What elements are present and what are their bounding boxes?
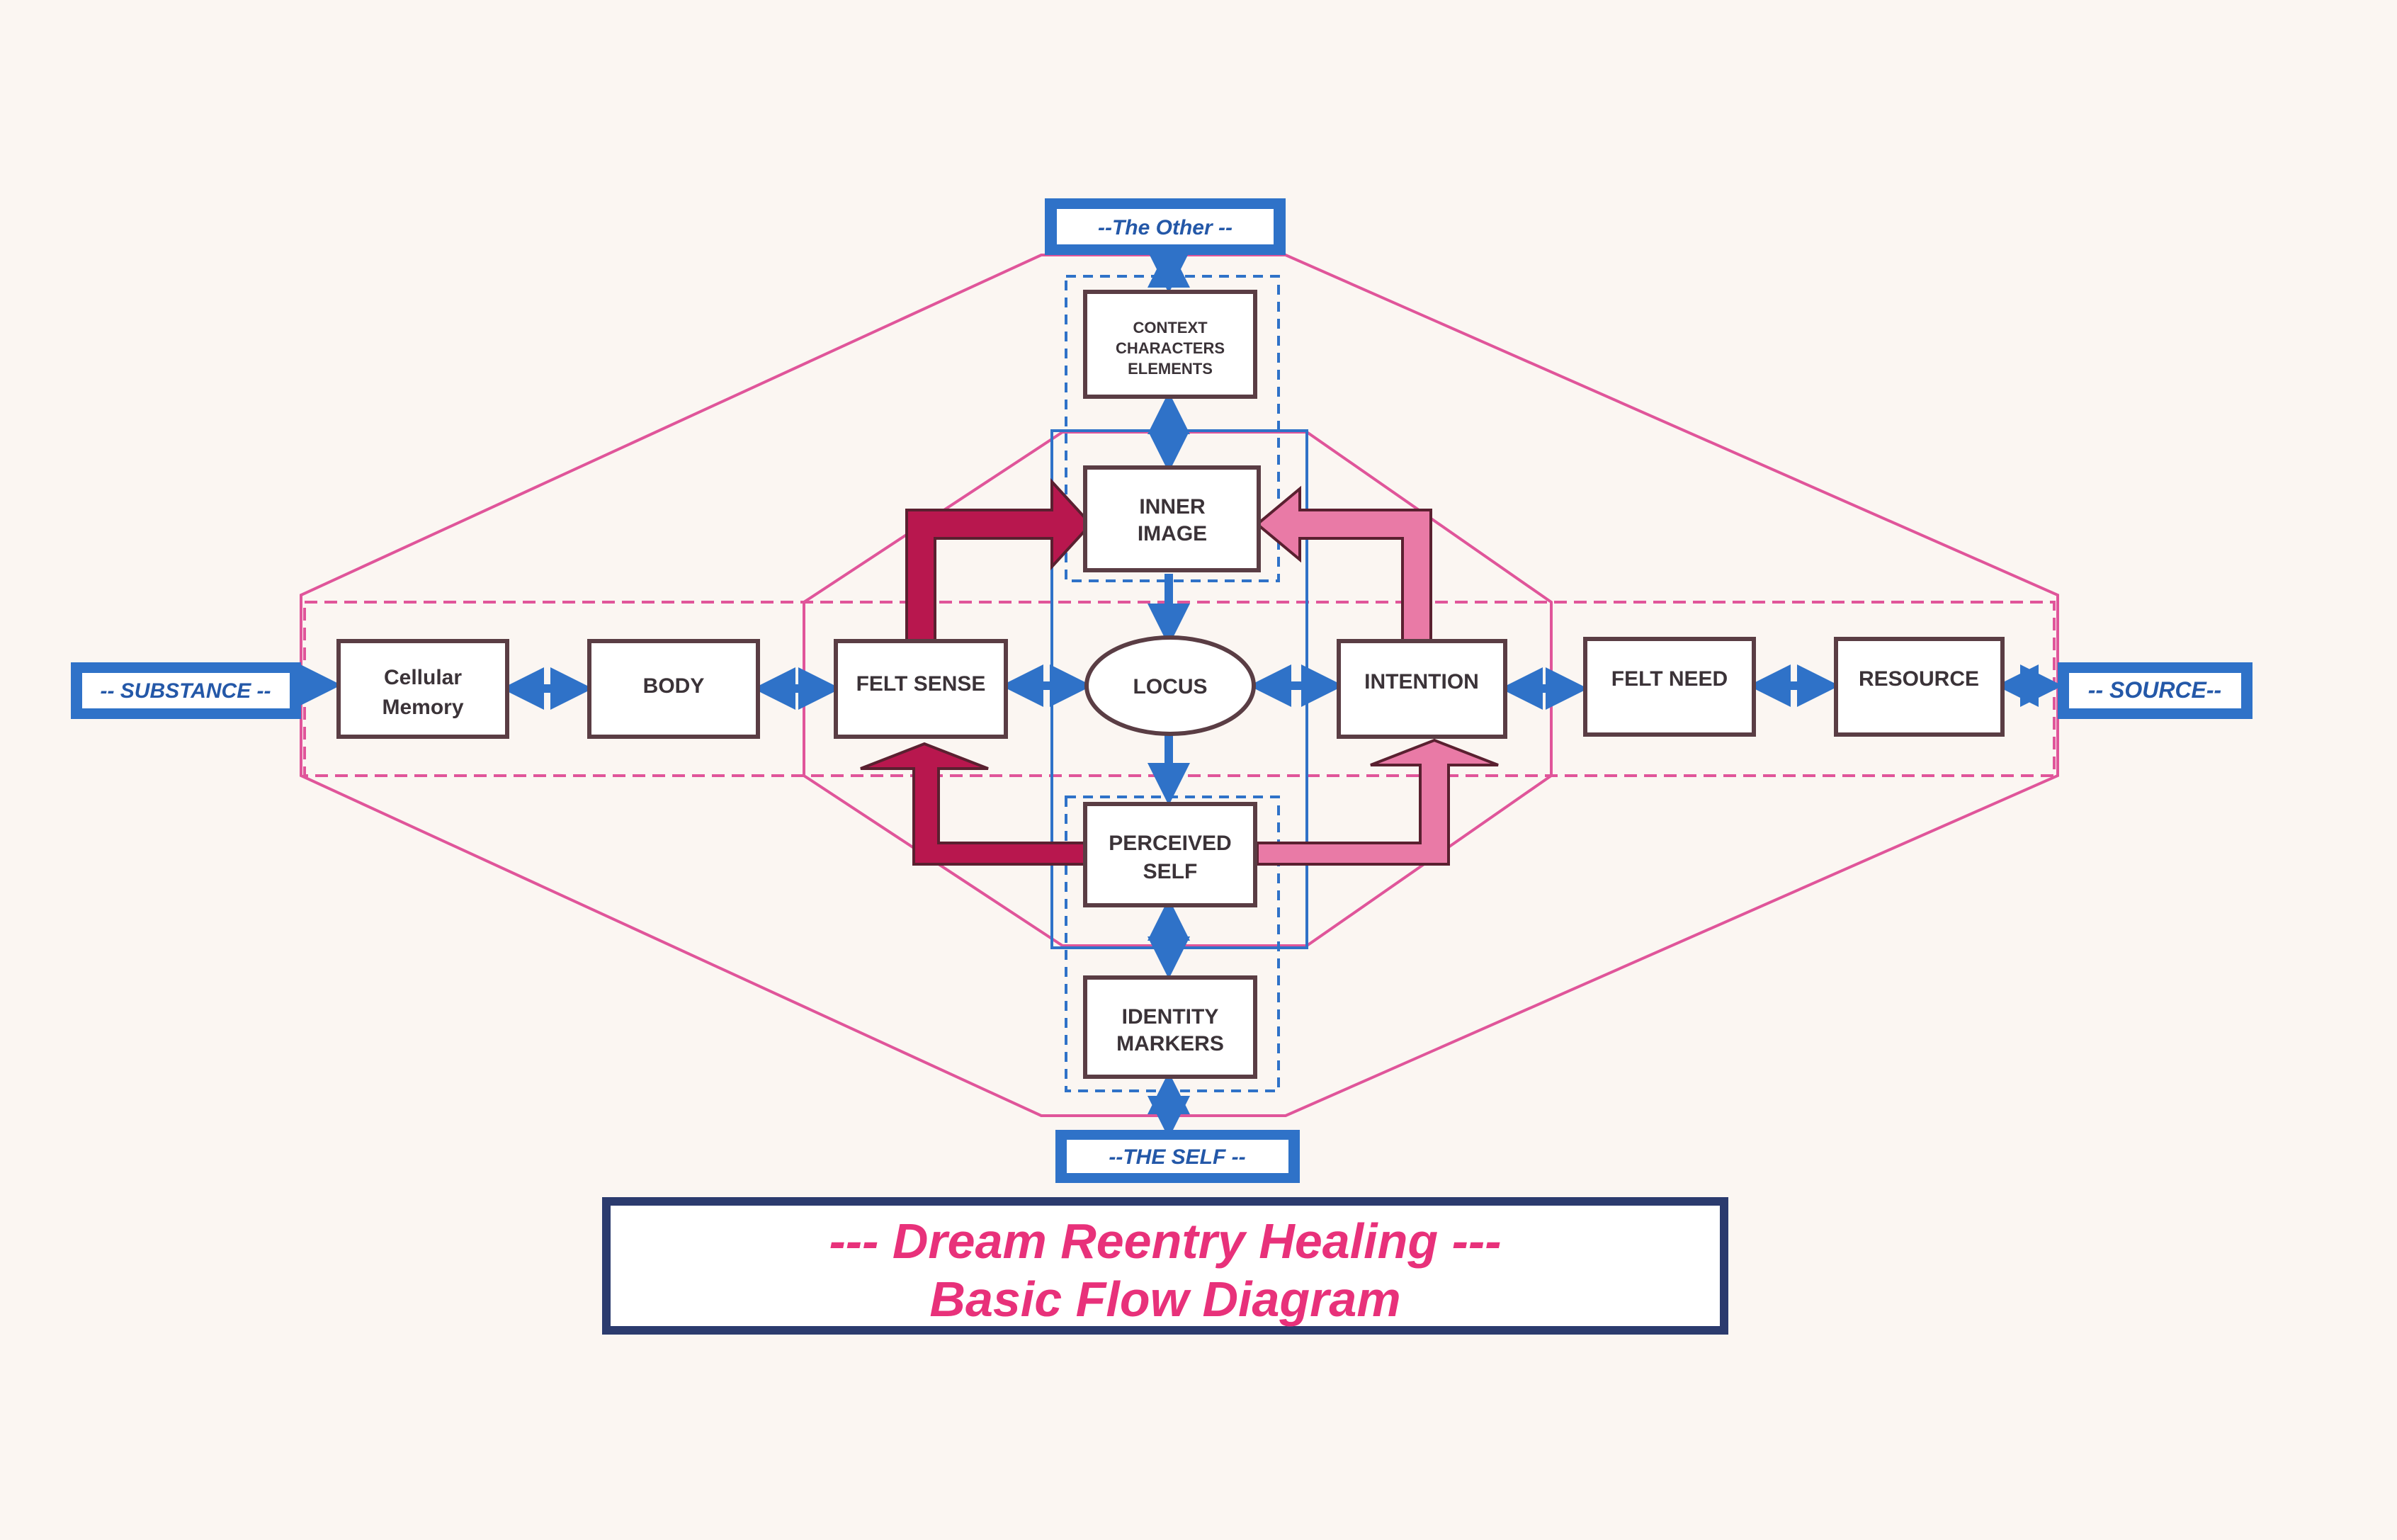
perceived-self-node: PERCEIVED SELF: [1083, 802, 1257, 907]
svg-text:-- SOURCE--: -- SOURCE--: [2088, 677, 2221, 703]
svg-text:--The Other --: --The Other --: [1098, 216, 1232, 239]
outer-diamond: [300, 254, 2059, 1117]
svg-text:Cellular: Cellular: [384, 666, 462, 689]
substance-label: -- SUBSTANCE --: [71, 662, 301, 719]
svg-text:SELF: SELF: [1143, 860, 1198, 883]
svg-text:INNER: INNER: [1139, 495, 1206, 519]
identity-markers-node: IDENTITY MARKERS: [1083, 975, 1257, 1079]
svg-text:CHARACTERS: CHARACTERS: [1116, 339, 1225, 357]
source-label: -- SOURCE--: [2058, 662, 2252, 719]
body-node: BODY: [587, 639, 760, 739]
svg-text:CONTEXT: CONTEXT: [1133, 319, 1208, 336]
diagram-title: --- Dream Reentry Healing ---: [829, 1213, 1502, 1269]
locus-node: LOCUS: [1084, 635, 1256, 736]
felt-sense-node: FELT SENSE: [834, 639, 1008, 739]
diagram-subtitle: Basic Flow Diagram: [929, 1272, 1401, 1327]
svg-text:LOCUS: LOCUS: [1133, 675, 1208, 698]
the-other-label: --The Other --: [1045, 198, 1286, 255]
intention-node: INTENTION: [1337, 639, 1507, 739]
svg-text:Memory: Memory: [382, 696, 463, 719]
connector-arrows: [299, 245, 2063, 1138]
inner-image-node: INNER IMAGE: [1083, 465, 1261, 572]
svg-text:ELEMENTS: ELEMENTS: [1128, 360, 1213, 378]
svg-text:--THE SELF --: --THE SELF --: [1109, 1145, 1245, 1169]
svg-text:MARKERS: MARKERS: [1116, 1032, 1224, 1055]
svg-text:IMAGE: IMAGE: [1138, 522, 1207, 545]
resource-node: RESOURCE: [1834, 637, 2005, 737]
svg-text:-- SUBSTANCE --: -- SUBSTANCE --: [100, 679, 271, 703]
svg-text:PERCEIVED: PERCEIVED: [1109, 832, 1231, 855]
svg-text:INTENTION: INTENTION: [1364, 670, 1479, 693]
felt-need-node: FELT NEED: [1583, 637, 1756, 737]
svg-text:BODY: BODY: [643, 674, 705, 698]
context-characters-elements-node: CONTEXT CHARACTERS ELEMENTS: [1083, 290, 1257, 399]
title-frame: --- Dream Reentry Healing --- Basic Flow…: [602, 1197, 1728, 1335]
the-self-label: --THE SELF --: [1055, 1130, 1300, 1183]
felt-sense-to-inner-image-arrow: [905, 477, 1093, 642]
perceived-self-to-intention-arrow: [1256, 738, 1499, 866]
perceived-self-to-felt-sense-arrow-shape: [860, 742, 1089, 866]
svg-text:FELT SENSE: FELT SENSE: [856, 672, 986, 696]
svg-text:IDENTITY: IDENTITY: [1122, 1005, 1219, 1029]
svg-text:FELT NEED: FELT NEED: [1611, 667, 1728, 691]
cellular-memory-node: Cellular Memory: [336, 639, 509, 739]
svg-text:RESOURCE: RESOURCE: [1859, 667, 1979, 691]
intention-to-inner-image-arrow: [1254, 485, 1432, 642]
